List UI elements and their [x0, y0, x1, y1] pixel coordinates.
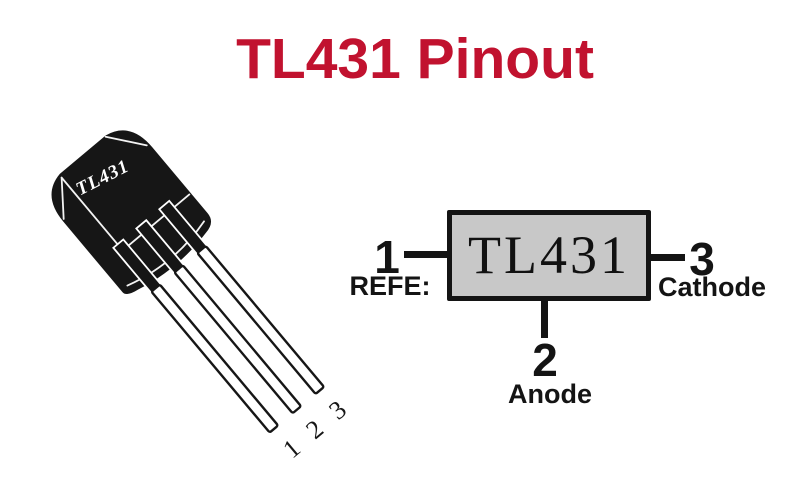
package-leg-1 [150, 284, 279, 433]
package-legs [150, 245, 325, 433]
to92-package-illustration: TL431 1 2 3 [51, 130, 352, 464]
pin3-label: Cathode [658, 272, 766, 302]
pin2-number: 2 [532, 334, 558, 386]
package-body [51, 130, 211, 295]
pin1-number: 1 [374, 231, 400, 283]
package-pin-number-1: 1 [277, 433, 306, 464]
package-pin-number-2: 2 [300, 414, 329, 445]
package-leg-3 [196, 245, 325, 395]
pin2-label: Anode [508, 379, 592, 409]
pin1-label: REFE: [349, 271, 431, 301]
package-leg-2 [173, 264, 302, 414]
page-title: TL431 Pinout [236, 27, 594, 91]
pin2-lead-line [541, 299, 548, 338]
chip-label: TL431 [468, 224, 630, 285]
chip-box: TL431 [447, 210, 651, 301]
pin1-lead-line [404, 251, 447, 258]
pin3-number: 3 [689, 233, 715, 285]
pin3-lead-line [651, 254, 685, 261]
package-pin-number-3: 3 [323, 395, 352, 426]
